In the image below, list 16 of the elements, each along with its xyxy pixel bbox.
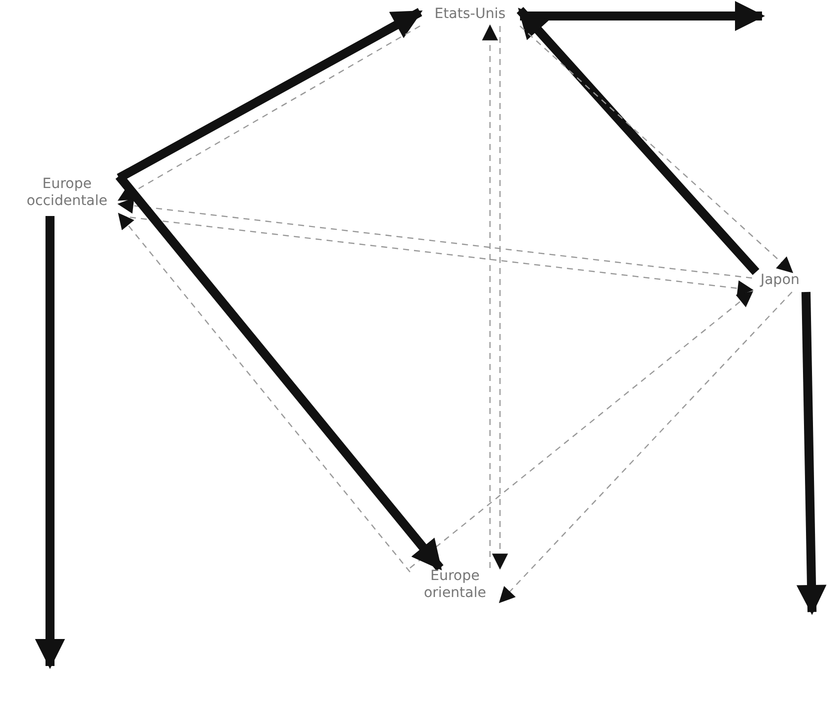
flow-arrow [117,198,752,279]
flow-arrow [118,212,410,572]
flow-arrow [118,25,420,201]
flow-arrow [520,1,765,31]
flow-arrow [410,291,754,568]
region-label: Japon [752,272,808,289]
flow-arrow [498,292,792,604]
flow-arrow [796,292,826,615]
flow-arrow [516,6,760,276]
region-label: Europe occidentale [15,176,119,210]
region-label: Europe orientale [410,568,500,602]
flow-arrow [35,216,65,669]
flow-arrow [492,26,508,570]
flow-arrow [520,26,794,274]
flow-arrow [482,24,498,568]
region-label: Etats-Unis [420,6,520,23]
